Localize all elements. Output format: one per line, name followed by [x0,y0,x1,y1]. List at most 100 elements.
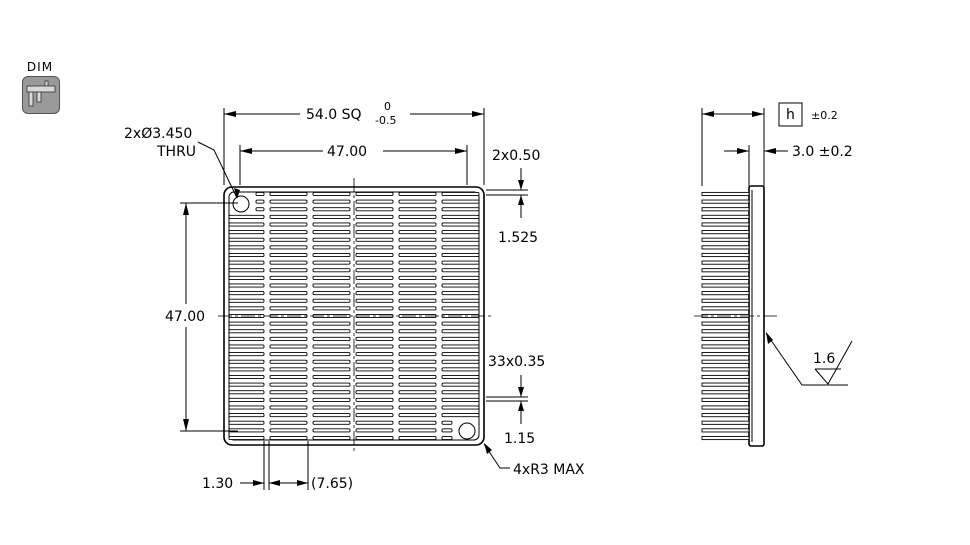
fin-slot [269,275,308,280]
fin-slot [312,214,351,219]
fin-slot [255,191,265,197]
side-view: h ±0.2 3.0 ±0.2 1.6 [694,102,853,447]
fin-slot [441,336,480,341]
edge-offset-label: 1.525 [498,230,538,246]
fin-slot [355,222,394,227]
fin-side-line [701,390,750,395]
fin-slot [441,428,453,433]
fin-slot [228,291,265,296]
fin-slot [441,306,480,311]
fin-slot [269,374,308,380]
fin-side-line [701,291,750,296]
fin-slot [441,367,480,372]
fin-slot [398,405,437,410]
fin-slot [312,344,351,349]
fin-grid [228,191,480,441]
fin-slot [355,245,394,250]
fin-slot [228,336,265,341]
fin-slot [398,359,437,364]
fin-slot [228,374,265,380]
fin-slot [312,191,351,197]
fin-slot [269,344,308,349]
fin-slot [355,207,394,212]
fin-slot [441,413,480,418]
fin-side-line [701,298,750,303]
fin-slot [441,260,480,265]
fin-slot [355,344,394,349]
overall-width-label: 54.0 SQ [306,107,362,123]
fin-slot [312,405,351,410]
fin-slot [312,230,351,235]
fin-slot [228,390,265,395]
top-view: 54.0 SQ 0 -0.5 47.00 2xØ3.450 THRU 2x0.5… [124,100,585,492]
fin-slot [398,245,437,250]
fin-slot [355,230,394,235]
fin-slot [269,397,308,402]
fin-slot [398,199,437,204]
fin-slot [312,275,351,280]
fin-slot [355,306,394,311]
fin-slot [269,222,308,227]
fin-slot [312,413,351,418]
fin-slot [398,413,437,418]
fin-slot [441,291,480,296]
roughness-label: 1.6 [813,351,835,367]
fin-slot [228,352,265,357]
fin-slot [355,413,394,418]
fin-slot [355,374,394,380]
fin-slot [228,237,265,242]
fin-slot [398,230,437,235]
fin-slot [441,390,480,395]
fin-slot [312,428,351,433]
fin-side-line [701,382,750,387]
fin-slot [398,306,437,311]
fin-slot [441,344,480,349]
fin-slot [269,336,308,341]
fin-slot [269,367,308,372]
fin-slot [355,336,394,341]
fin-slot [398,435,437,441]
fin-slot [228,367,265,372]
fin-side-line [701,321,750,326]
fin-slot [269,321,308,326]
height-symbol-box [778,102,803,127]
fin-slot [228,245,265,250]
fin-gap-label: 2x0.50 [492,148,540,164]
fin-slot [312,329,351,334]
fin-slot [398,268,437,273]
fin-side-line [701,230,750,235]
fin-side-line [701,283,750,288]
fin-slot [269,199,308,204]
fin-slot [228,435,265,441]
fin-slot [312,321,351,326]
fin-slot [398,252,437,258]
fin-side-line [701,420,750,425]
fin-slot [269,214,308,219]
fin-slot [228,306,265,311]
fin-slot [269,237,308,242]
fin-slot [312,245,351,250]
fin-slot [441,397,480,402]
fin-slot [355,199,394,204]
fin-slot [255,207,265,212]
fin-slot [255,199,265,204]
fin-slot [398,214,437,219]
hole-label-line1: 2xØ3.450 [124,126,192,142]
fin-side-line [701,413,750,418]
fin-slot [398,344,437,349]
pitch-label: (7.65) [311,476,353,492]
fin-slot [355,359,394,364]
fin-slot [355,252,394,258]
fin-slot [398,298,437,303]
fin-slot [355,397,394,402]
fin-slot [441,268,480,273]
fin-slot [312,252,351,258]
fin-slot [355,237,394,242]
fin-side-line [701,214,750,219]
fin-slot [398,374,437,380]
fin-slot [269,413,308,418]
fin-slot [398,275,437,280]
fin-slot [398,336,437,341]
fin-slot [269,291,308,296]
fin-slot [228,214,265,219]
